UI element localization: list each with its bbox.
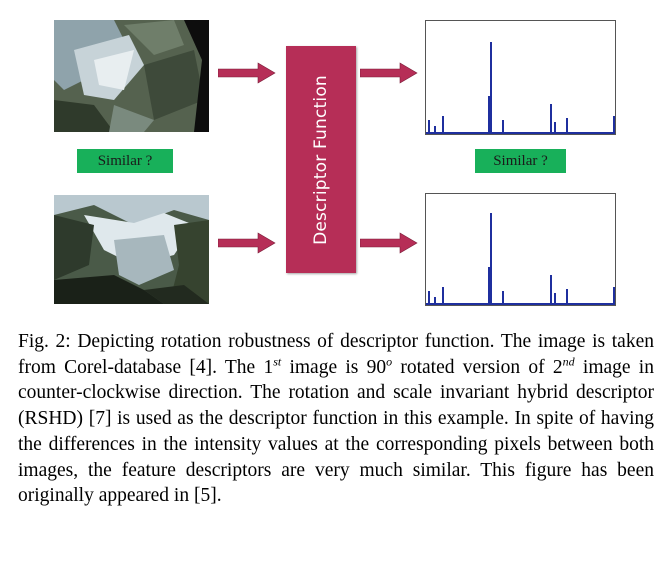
caption-text: Fig. 2: Depicting rotation robustness of… bbox=[18, 331, 654, 378]
caption-number: 1 bbox=[263, 356, 274, 378]
histogram-top bbox=[425, 20, 616, 135]
upright-image bbox=[54, 195, 209, 304]
caption-text: rotated version of bbox=[392, 356, 553, 378]
descriptor-function-box: Descriptor Function bbox=[286, 46, 356, 273]
arrow-right-icon bbox=[218, 232, 276, 254]
caption-number: 2 bbox=[552, 356, 563, 378]
arrow-right-icon bbox=[360, 232, 418, 254]
caption-superscript: nd bbox=[562, 354, 575, 369]
similar-badge-right: Similar ? bbox=[475, 149, 566, 173]
caption-superscript: o bbox=[386, 354, 393, 369]
histogram-bottom bbox=[425, 193, 616, 306]
caption-number: 90 bbox=[366, 356, 387, 378]
caption-text: image is bbox=[281, 356, 367, 378]
arrow-right-icon bbox=[360, 62, 418, 84]
figure-caption: Fig. 2: Depicting rotation robustness of… bbox=[18, 329, 654, 509]
similar-badge-left: Similar ? bbox=[77, 149, 173, 173]
arrow-right-icon bbox=[218, 62, 276, 84]
caption-superscript: st bbox=[273, 354, 282, 369]
rotated-image bbox=[54, 20, 209, 132]
caption-text: image in counter-clockwise direction. Th… bbox=[18, 356, 654, 507]
descriptor-function-label: Descriptor Function bbox=[311, 74, 331, 245]
